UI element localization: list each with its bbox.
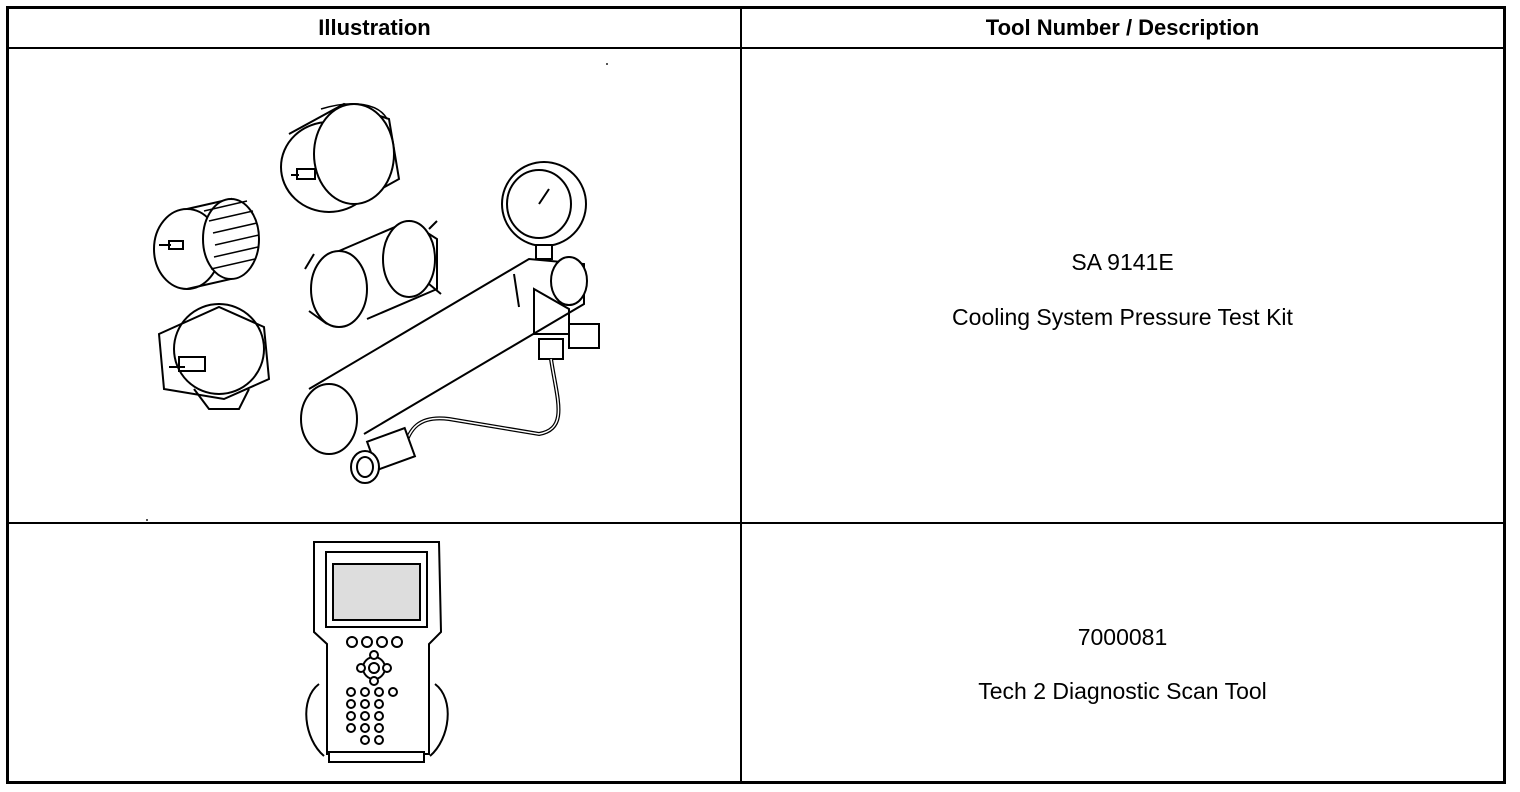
row-1-description-cell: SA 9141E Cooling System Pressure Test Ki…: [742, 49, 1503, 524]
tech-2-scan-tool-icon: [305, 541, 449, 763]
row-2-illustration-cell: [9, 524, 742, 781]
row-2-description-cell: 7000081 Tech 2 Diagnostic Scan Tool: [742, 524, 1503, 781]
header-tool-number-description: Tool Number / Description: [742, 9, 1503, 49]
tool-table: Illustration Tool Number / Description: [6, 6, 1506, 784]
tool-description: Tech 2 Diagnostic Scan Tool: [978, 678, 1267, 704]
cooling-system-pressure-test-kit-icon: [153, 102, 600, 484]
tool-number: SA 9141E: [1071, 249, 1174, 275]
header-illustration: Illustration: [9, 9, 742, 49]
tool-number: 7000081: [1077, 624, 1168, 650]
row-1-illustration-cell: [9, 49, 742, 524]
tool-description: Cooling System Pressure Test Kit: [952, 304, 1293, 330]
